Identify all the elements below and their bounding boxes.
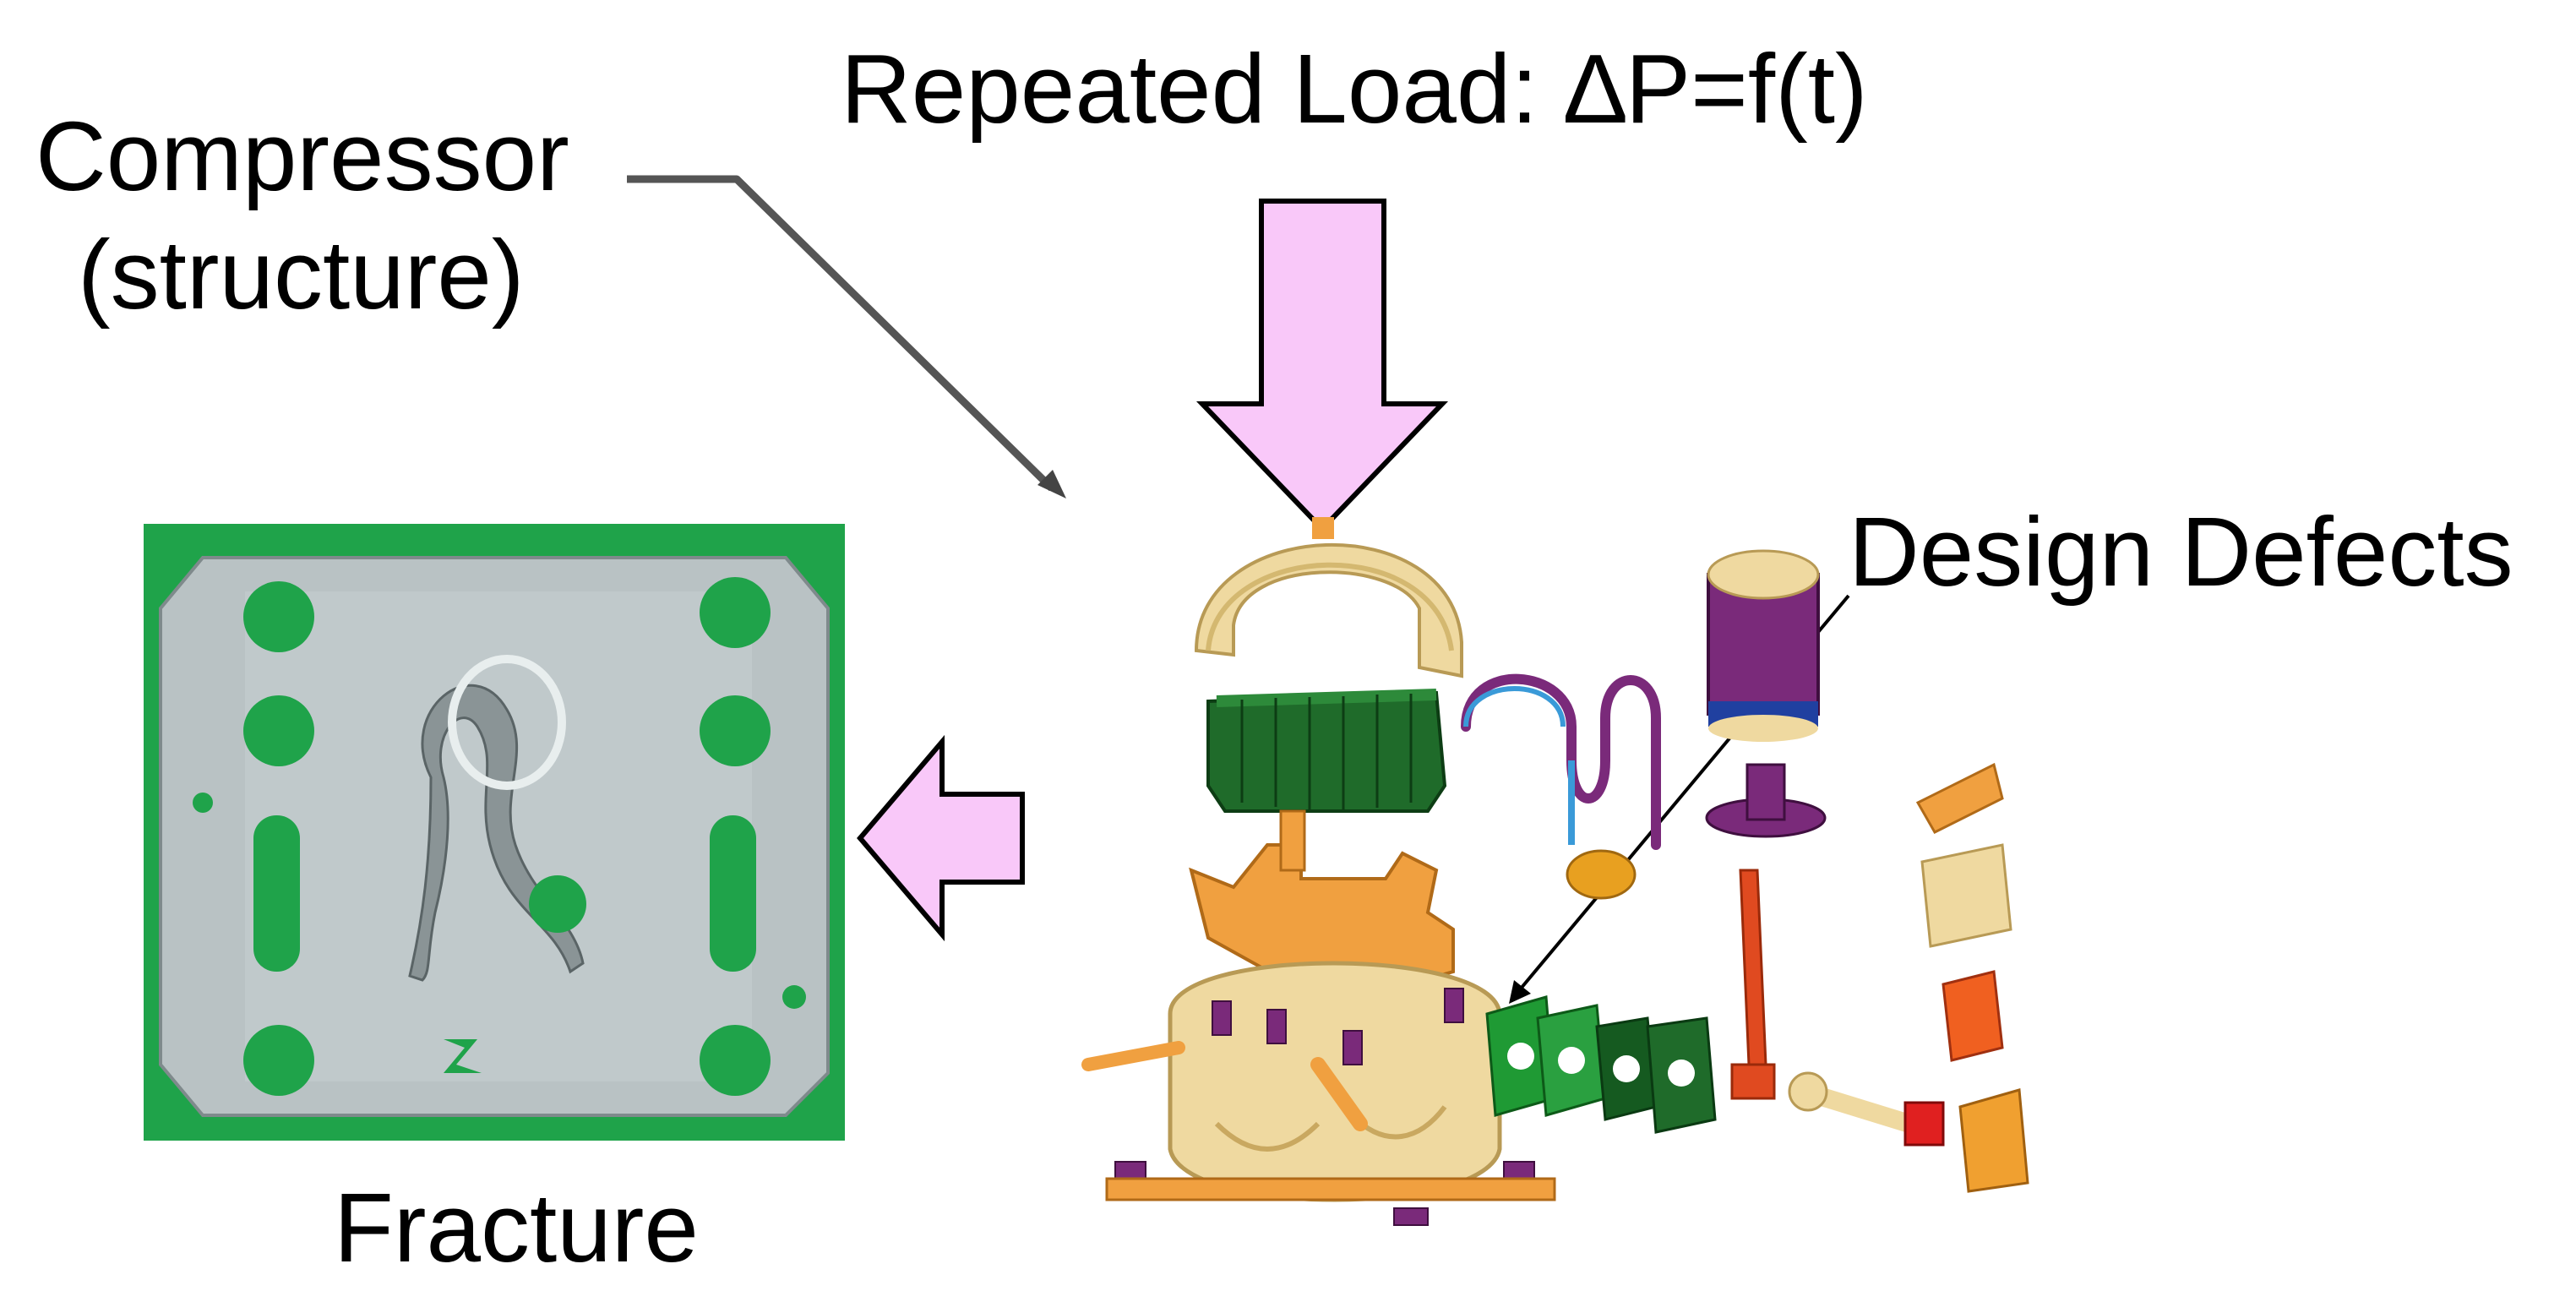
valve-plate-holes [193,577,806,1096]
fracture-spot [529,875,586,933]
load-arrow-down [1195,199,1449,533]
right-side-parts [1915,762,2029,1193]
fracture-arrow-left [857,734,1025,942]
structure-label: (structure) [78,220,525,330]
motor-cylinder [1707,549,1820,742]
piston-flange [1705,763,1827,838]
connecting-rod [1788,1071,1945,1147]
valve-gaskets [1485,995,1717,1134]
repeated-load-label: Repeated Load: ∆P=f(t) [841,34,1868,144]
fracture-label: Fracture [334,1173,699,1283]
compressor-stator [1206,690,1447,813]
design-defects-label: Design Defects [1849,497,2513,607]
compressor-exploded-view [1081,517,1556,1226]
discharge-pipe [1461,673,1661,900]
crankshaft [1730,869,1776,1100]
compressor-leader-line [627,175,1066,498]
fracture-valve-photo [144,524,845,1141]
compressor-label: Compressor [35,101,569,211]
